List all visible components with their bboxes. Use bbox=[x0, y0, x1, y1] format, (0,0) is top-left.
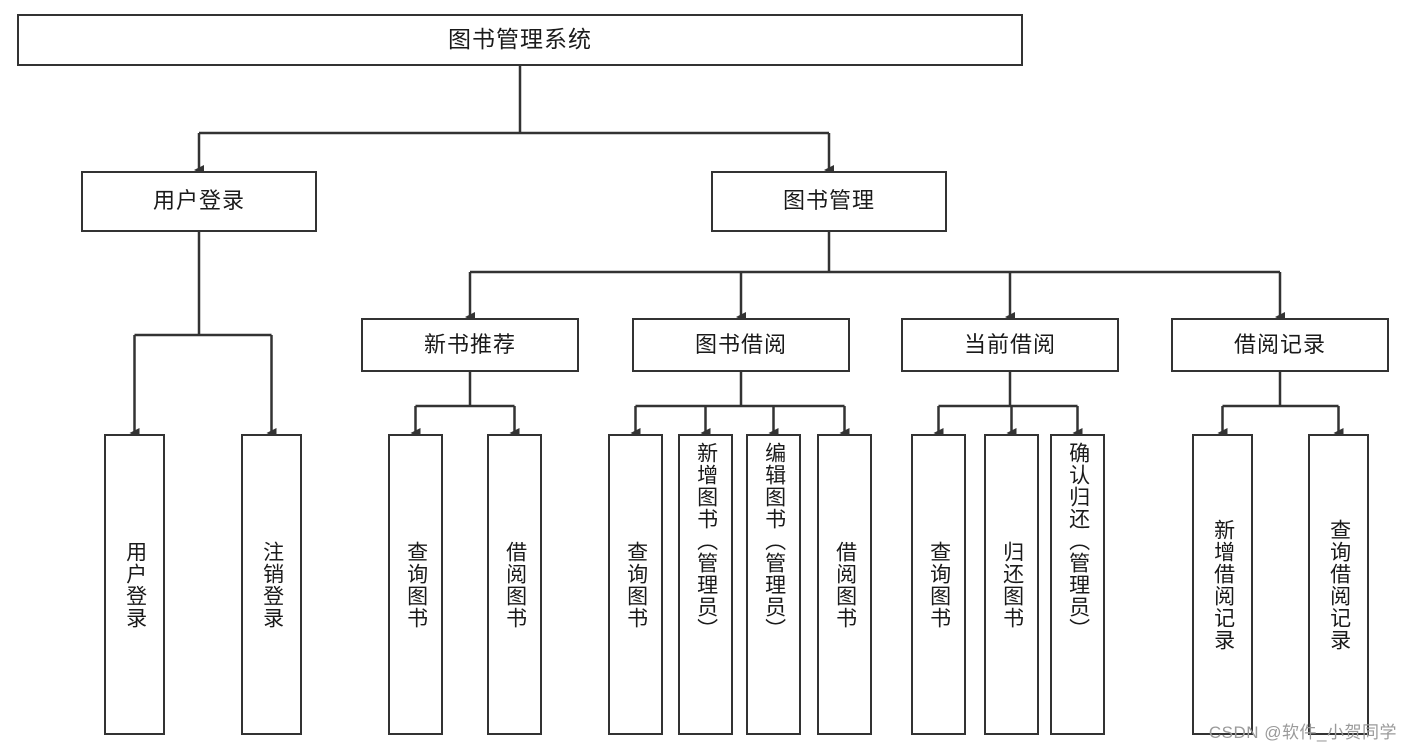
leaf-add-borrowing-record[interactable]: 新增借阅记录 bbox=[1192, 434, 1253, 735]
node-new-book-recommendation[interactable]: 新书推荐 bbox=[361, 318, 579, 372]
leaf-add-book-admin[interactable]: 新增图书（管理员） bbox=[678, 434, 733, 735]
leaf-return-book[interactable]: 归还图书 bbox=[984, 434, 1039, 735]
node-book-management[interactable]: 图书管理 bbox=[711, 171, 947, 232]
leaf-query-book-recommendation[interactable]: 查询图书 bbox=[388, 434, 443, 735]
csdn-watermark: CSDN @软件_小贺同学 bbox=[1208, 723, 1397, 742]
leaf-borrow-book-borrowing[interactable]: 借阅图书 bbox=[817, 434, 872, 735]
leaf-borrow-book-recommendation[interactable]: 借阅图书 bbox=[487, 434, 542, 735]
leaf-edit-book-admin[interactable]: 编辑图书（管理员） bbox=[746, 434, 801, 735]
leaf-query-borrowing-record[interactable]: 查询借阅记录 bbox=[1308, 434, 1369, 735]
leaf-confirm-return-admin[interactable]: 确认归还（管理员） bbox=[1050, 434, 1105, 735]
node-book-borrowing[interactable]: 图书借阅 bbox=[632, 318, 850, 372]
leaf-query-book-borrowing[interactable]: 查询图书 bbox=[608, 434, 663, 735]
node-current-borrowing[interactable]: 当前借阅 bbox=[901, 318, 1119, 372]
leaf-user-login[interactable]: 用户登录 bbox=[104, 434, 165, 735]
leaf-query-book-current[interactable]: 查询图书 bbox=[911, 434, 966, 735]
leaf-user-logout[interactable]: 注销登录 bbox=[241, 434, 302, 735]
node-borrowing-records[interactable]: 借阅记录 bbox=[1171, 318, 1389, 372]
node-root-system[interactable]: 图书管理系统 bbox=[17, 14, 1023, 66]
node-user-login[interactable]: 用户登录 bbox=[81, 171, 317, 232]
